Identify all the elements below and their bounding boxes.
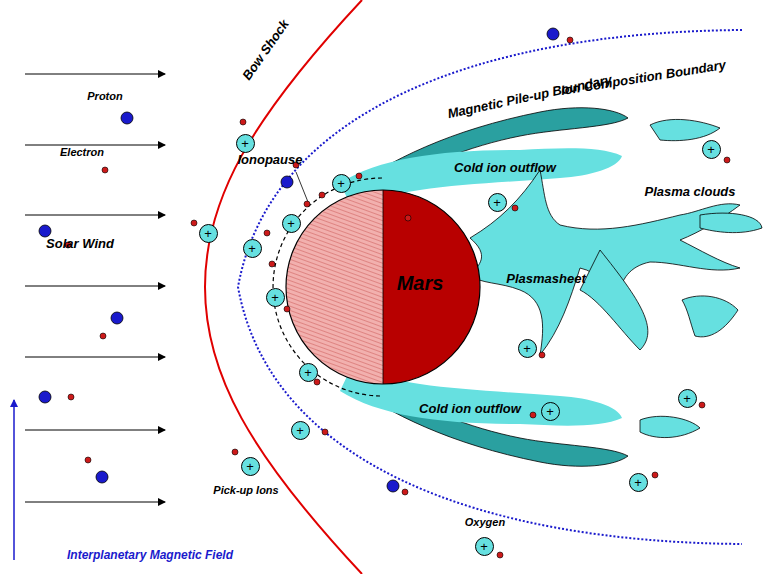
ion-charge: + [546, 405, 554, 418]
ion-circle: + [266, 288, 285, 307]
ion-circle: + [282, 214, 301, 233]
ion-charge: + [707, 143, 715, 156]
region-name: Cold ion outflow [419, 401, 521, 416]
solar-wind-arrows [25, 74, 165, 502]
ion-circle: + [629, 473, 648, 492]
ion-circle: + [332, 174, 351, 193]
region-label: Pick-up Ions [213, 484, 278, 496]
region-label: Solar Wind [46, 237, 114, 251]
ion-circle: + [541, 402, 560, 421]
ion-charge: + [246, 460, 254, 473]
ion-charge: + [241, 137, 249, 150]
region-name: Mars [397, 272, 444, 295]
plasma-region: Cold ion outflow [419, 401, 521, 416]
region-name: Cold ion outflow [454, 160, 556, 175]
ion-charge: + [296, 424, 304, 437]
ionopause-line [273, 178, 382, 396]
region-label: Bow Shock [240, 17, 292, 83]
plasma-region: Plasmasheet [506, 271, 586, 286]
ion-charge: + [248, 242, 256, 255]
planet-label-box: Mars [397, 272, 444, 295]
ion-circle: + [299, 363, 318, 382]
ion-charge: + [480, 540, 488, 553]
ion-charge: + [204, 227, 212, 240]
plasma-structures [340, 108, 762, 467]
ion-circle: + [475, 537, 494, 556]
region-label: Ionopause [237, 153, 302, 167]
ion-circle: + [702, 140, 721, 159]
ion-circle: + [291, 421, 310, 440]
ion-charge: + [683, 392, 691, 405]
ion-circle: + [241, 457, 260, 476]
ion-charge: + [337, 177, 345, 190]
ion-circle: + [488, 193, 507, 212]
plasma-region: Cold ion outflow [454, 160, 556, 175]
region-label: Electron [60, 146, 104, 158]
ion-circle: + [236, 134, 255, 153]
ion-charge: + [304, 366, 312, 379]
electrons [65, 37, 730, 558]
leader-line [296, 172, 308, 202]
imf-arrow [13, 400, 15, 560]
region-label: Interplanetary Magnetic Field [67, 549, 233, 562]
pileup-boundary [238, 30, 742, 544]
ion-circle: + [199, 224, 218, 243]
region-label: Plasma clouds [644, 185, 735, 199]
region-name: Plasmasheet [506, 271, 586, 286]
ion-charge: + [634, 476, 642, 489]
ion-circle: + [243, 239, 262, 258]
ion-charge: + [523, 342, 531, 355]
mars-planet [286, 190, 480, 384]
region-label: Oxygen [465, 516, 505, 528]
ion-charge: + [493, 196, 501, 209]
ion-circle: + [678, 389, 697, 408]
ion-circle: + [518, 339, 537, 358]
protons [39, 28, 559, 492]
ion-charge: + [287, 217, 295, 230]
region-label: Proton [87, 90, 122, 102]
ion-charge: + [271, 291, 279, 304]
